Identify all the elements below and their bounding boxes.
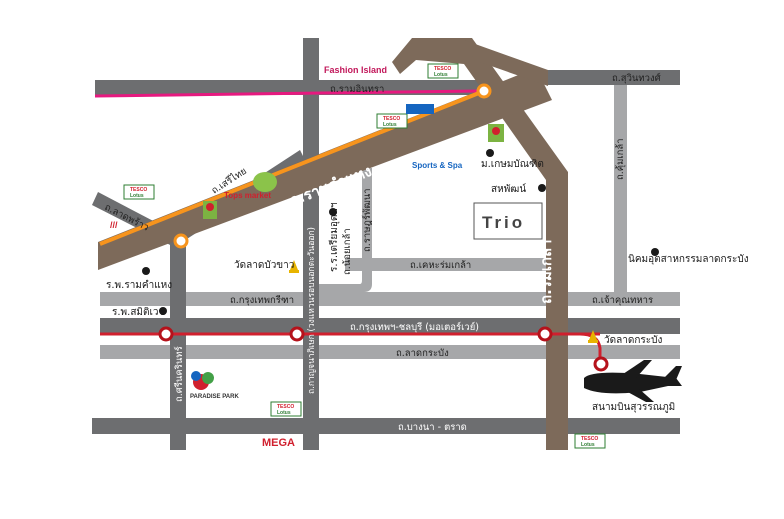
orange-rail-line <box>99 89 485 246</box>
label-rp-ramkhamhaeng: ร.พ.รามคำแหง <box>106 280 172 291</box>
road-bangna-trat <box>92 418 680 434</box>
label-rr-triam: ร.ร.เตรียมอุดมฯ <box>328 202 340 272</box>
road-chao-khun <box>555 292 680 306</box>
temple-icon <box>588 330 598 343</box>
svg-text:TESCO: TESCO <box>383 116 400 122</box>
label-minburi-uni: ม.เกษมบัณฑิต <box>481 159 544 170</box>
road-romklao <box>392 38 568 450</box>
logo-tops-market: Tops market <box>224 191 271 200</box>
road-keha-romklao <box>345 258 555 271</box>
road-suwinthawong <box>545 70 680 85</box>
brown-roads <box>98 38 568 450</box>
dot-rr-triam <box>329 208 337 216</box>
label-krungthep-kreetha: ถ.กรุงเทพกรีฑา <box>230 294 294 306</box>
label-srinagarindra: ถ.ศรีนครินทร์ <box>173 346 185 402</box>
logo-tesco-lotus-2: TESCO Lotus <box>376 113 408 129</box>
orange-station-1 <box>173 233 189 249</box>
red-station-4 <box>593 356 609 372</box>
label-keha-romklao: ถ.เคหะร่มเกล้า <box>410 260 471 271</box>
label-nikom: นิคมอุตสาหกรรมลาดกระบัง <box>628 254 749 265</box>
red-station-3 <box>537 326 553 342</box>
svg-text:TESCO: TESCO <box>434 66 451 72</box>
label-wat-lat-krabang: วัดลาดกระบัง <box>604 335 662 346</box>
label-chao-khun: ถ.เจ้าคุณทหาร <box>592 295 653 306</box>
red-station-2 <box>289 326 305 342</box>
svg-text:Lotus: Lotus <box>581 442 595 448</box>
road-srinagarindra <box>170 232 186 450</box>
logo-mega: MEGA <box>262 437 295 449</box>
logo-paradise-park: PARADISE PARK <box>190 371 239 400</box>
dot-nikom <box>651 248 659 256</box>
svg-text:Trio: Trio <box>482 213 525 232</box>
temple-icon <box>289 260 299 273</box>
orange-station-2 <box>476 83 492 99</box>
label-suwinthawong: ถ.สุวินทวงศ์ <box>612 72 661 84</box>
dot-rp-ramkhamhaeng <box>142 267 150 275</box>
logo-mall: /// <box>110 220 118 230</box>
road-rat-phatthana <box>318 168 372 292</box>
logo-tesco-lotus-5: TESCO Lotus <box>574 433 606 449</box>
road-kanchanaphisek <box>303 38 319 450</box>
road-khum-klao <box>614 80 627 292</box>
label-sahaphat: สหพัฒน์ <box>491 183 526 195</box>
road-romklao-junction <box>464 40 548 86</box>
svg-text:Lotus: Lotus <box>383 122 397 128</box>
label-bangna-trat: ถ.บางนา - ตราด <box>398 422 467 433</box>
logo-blue-store <box>406 104 434 114</box>
label-rat-phatthana: ถ.ราษฎร์พัฒนา <box>361 188 373 252</box>
svg-text:TESCO: TESCO <box>130 187 147 193</box>
label-lat-krabang: ถ.ลาดกระบัง <box>396 348 449 359</box>
airplane-icon <box>584 360 682 402</box>
logo-tesco-lotus-1: TESCO Lotus <box>427 63 459 79</box>
svg-text:TESCO: TESCO <box>277 404 294 410</box>
svg-text:PARADISE PARK: PARADISE PARK <box>190 394 239 400</box>
label-rp-samitivej: ร.พ.สมิติเวช <box>112 307 166 318</box>
logo-trio: Trio <box>473 202 543 240</box>
label-kanchanaphisek: ถ.กาญจนาภิเษก (วงแหวนรอบนอกตะวันออก) <box>307 227 317 394</box>
label-ramintra: ถ.รามอินทรา <box>330 84 384 95</box>
dot-rp-samitivej <box>159 307 167 315</box>
label-khum-klao: ถ.คุ้มเกล้า <box>615 138 626 180</box>
dot-sahaphat <box>538 184 546 192</box>
logo-fashion-island: Fashion Island <box>324 65 387 75</box>
logo-store-icon-dot <box>492 127 500 135</box>
logo-big-c-dot <box>206 203 214 211</box>
road-motorway <box>100 318 680 334</box>
logo-sports-spa: Sports & Spa <box>412 161 463 170</box>
logo-tesco-lotus-3: TESCO Lotus <box>123 184 155 200</box>
svg-text:Lotus: Lotus <box>434 72 448 78</box>
label-motorway: ถ.กรุงเทพฯ-ชลบุรี (มอเตอร์เวย์) <box>350 321 479 333</box>
dot-minburi-uni <box>486 149 494 157</box>
pink-rail-line <box>94 89 481 98</box>
svg-text:Lotus: Lotus <box>277 410 291 416</box>
red-station-1 <box>158 326 174 342</box>
road-krungthep-kreetha <box>100 292 555 306</box>
light-roads <box>100 80 680 359</box>
road-lat-krabang <box>100 345 680 359</box>
svg-text:TESCO: TESCO <box>581 436 598 442</box>
logo-tesco-lotus-4: TESCO Lotus <box>270 401 302 417</box>
label-wat-lat-bua-khao: วัดลาดบัวขาว <box>234 260 294 271</box>
label-romklao: ถ.ร่มเกล้า <box>537 239 555 304</box>
svg-text:Lotus: Lotus <box>130 193 144 199</box>
logo-green-blob <box>253 172 277 192</box>
label-noi-kao: ถ.น้อยเกล้า <box>342 228 353 275</box>
road-ramkhamhaeng <box>98 68 552 270</box>
label-airport: สนามบินสุวรรณภูมิ <box>592 402 675 413</box>
